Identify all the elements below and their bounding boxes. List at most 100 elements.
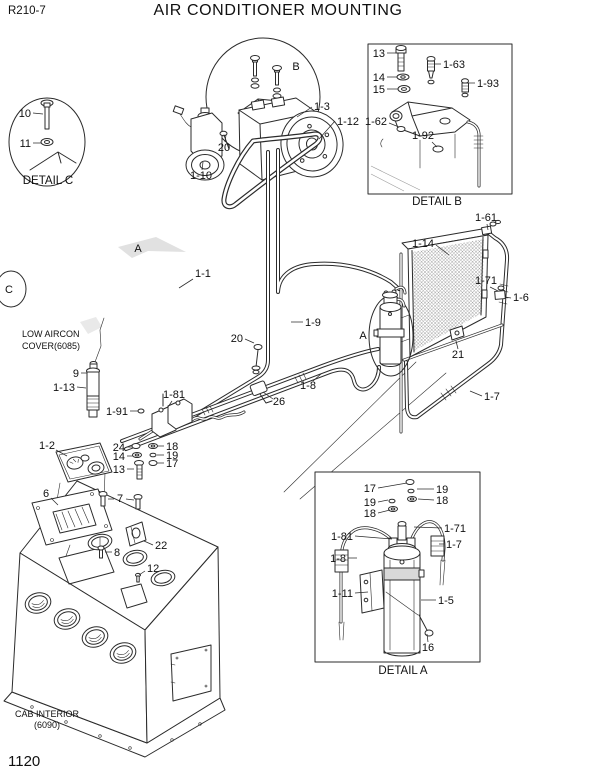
part-callout-B: B bbox=[292, 61, 299, 73]
part-callout-1-62: 1-62 bbox=[365, 116, 387, 128]
leader-line-1-6 bbox=[504, 296, 512, 299]
part-callout-1-7: 1-7 bbox=[484, 391, 500, 403]
part-callout-8: 8 bbox=[114, 547, 120, 559]
leader-line-17 bbox=[377, 482, 408, 489]
bracket-1-11 bbox=[359, 569, 385, 614]
leader-line-26 bbox=[262, 391, 274, 400]
part-callout-1-91: 1-91 bbox=[106, 406, 128, 418]
part-callout-10: 10 bbox=[19, 108, 31, 120]
part-callout-1-8: 1-8 bbox=[300, 380, 316, 392]
leader-line-1-8 bbox=[312, 373, 322, 382]
leader-line-1-92 bbox=[431, 141, 438, 148]
leader-line-1-81 bbox=[354, 535, 393, 540]
cab-interior-note2: (6090) bbox=[34, 720, 60, 730]
part-callout-15: 15 bbox=[373, 84, 385, 96]
low-aircon-part bbox=[86, 317, 105, 418]
leader-line-20 bbox=[244, 338, 255, 344]
part-callout-1-2: 1-2 bbox=[39, 440, 55, 452]
part-callout-1-93: 1-93 bbox=[477, 78, 499, 90]
part-callout-1-8: 1-8 bbox=[330, 553, 346, 565]
valve-1-63 bbox=[426, 56, 436, 85]
leader-line-22 bbox=[143, 540, 154, 546]
part-callout-18: 18 bbox=[364, 508, 376, 520]
part-callout-11: 11 bbox=[20, 138, 31, 150]
leader-line-1-10 bbox=[201, 161, 204, 171]
low-aircon-note2: COVER(6085) bbox=[22, 341, 80, 351]
leader-line-6 bbox=[50, 497, 59, 506]
detail-a-fasteners bbox=[388, 479, 417, 512]
part-callout-1-14: 1-14 bbox=[412, 238, 434, 250]
page-title: AIR CONDITIONER MOUNTING bbox=[153, 2, 402, 19]
receiver-drier-callout bbox=[368, 285, 414, 377]
mount-bolts bbox=[250, 55, 282, 99]
part-callout-7: 7 bbox=[117, 493, 123, 505]
pipe-clamp-26 bbox=[249, 344, 273, 404]
part-callout-1-1: 1-1 bbox=[195, 268, 211, 280]
part-callout-6: 6 bbox=[43, 488, 49, 500]
part-callout-19: 19 bbox=[436, 484, 448, 496]
screw-12 bbox=[135, 572, 141, 583]
leader-line-1-71 bbox=[413, 526, 443, 529]
leader-line-16 bbox=[426, 633, 429, 643]
part-callout-16: 16 bbox=[422, 642, 434, 654]
drive-belt bbox=[221, 131, 323, 210]
page-code: R210-7 bbox=[8, 5, 46, 17]
part-callout-12: 12 bbox=[147, 563, 159, 575]
part-callout-19: 19 bbox=[166, 450, 178, 462]
part-callout-18: 18 bbox=[166, 441, 178, 453]
part-callout-26: 26 bbox=[273, 396, 285, 408]
leader-line-19 bbox=[377, 499, 389, 503]
part-callout-1-92: 1-92 bbox=[412, 130, 434, 142]
detail-a-caption: DETAIL A bbox=[378, 665, 428, 677]
part-callout-18: 18 bbox=[436, 495, 448, 507]
page-number: 1120 bbox=[8, 753, 40, 770]
bolt-7-pair bbox=[98, 491, 143, 510]
leader-line-1-71 bbox=[489, 286, 499, 292]
fitting-1-71 bbox=[494, 285, 506, 300]
leader-line-1-3 bbox=[296, 106, 313, 118]
fastener-stack bbox=[131, 443, 158, 480]
leader-line-1-1 bbox=[178, 278, 194, 289]
low-aircon-note: LOW AIRCON bbox=[22, 329, 80, 339]
bolt-16 bbox=[385, 591, 434, 637]
fitting-1-61 bbox=[481, 219, 501, 236]
part-callout-1-81: 1-81 bbox=[163, 389, 185, 401]
bracket-22 bbox=[125, 521, 147, 547]
refrigerant-pipes bbox=[120, 148, 401, 451]
leader-line-1-2 bbox=[55, 449, 68, 457]
part-callout-1-13: 1-13 bbox=[53, 382, 75, 394]
detail-c-drawing bbox=[8, 97, 86, 187]
section-c-circle bbox=[0, 270, 27, 308]
part-callout-17: 17 bbox=[166, 458, 178, 470]
leader-line-18 bbox=[417, 498, 435, 501]
detail-c-caption: DETAIL C bbox=[23, 175, 73, 187]
leader-line-20 bbox=[224, 134, 227, 143]
part-callout-1-71: 1-71 bbox=[475, 275, 497, 287]
leader-line-1-7 bbox=[469, 390, 483, 397]
shade-marks bbox=[80, 237, 186, 334]
part-callout-14: 14 bbox=[113, 451, 125, 463]
detail-b-caption: DETAIL B bbox=[412, 196, 462, 208]
part-callout-1-63: 1-63 bbox=[443, 59, 465, 71]
part-callout-1-12: 1-12 bbox=[337, 116, 359, 128]
part-callout-22: 22 bbox=[155, 540, 167, 552]
part-callout-9: 9 bbox=[73, 368, 79, 380]
condenser-drawing bbox=[283, 219, 510, 500]
pipe-clamp-fitting bbox=[137, 393, 246, 441]
part-callout-1-81: 1-81 bbox=[331, 531, 353, 543]
valve-1-93 bbox=[461, 78, 469, 98]
part-callout-1-7: 1-7 bbox=[446, 539, 462, 551]
callout-layer: 1011B1-31-12201-101314151-631-931-621-92… bbox=[5, 48, 529, 654]
bolt-8 bbox=[97, 545, 105, 559]
bracket-21 bbox=[449, 325, 465, 341]
leader-line-1-61 bbox=[486, 223, 489, 231]
part-callout-1-6: 1-6 bbox=[513, 292, 529, 304]
part-callout-1-9: 1-9 bbox=[305, 317, 321, 329]
part-callout-1-5: 1-5 bbox=[438, 595, 454, 607]
part-callout-14: 14 bbox=[373, 72, 385, 84]
leader-line-10 bbox=[32, 112, 44, 115]
leader-line-1-11 bbox=[354, 591, 369, 594]
part-callout-24: 24 bbox=[113, 442, 125, 454]
